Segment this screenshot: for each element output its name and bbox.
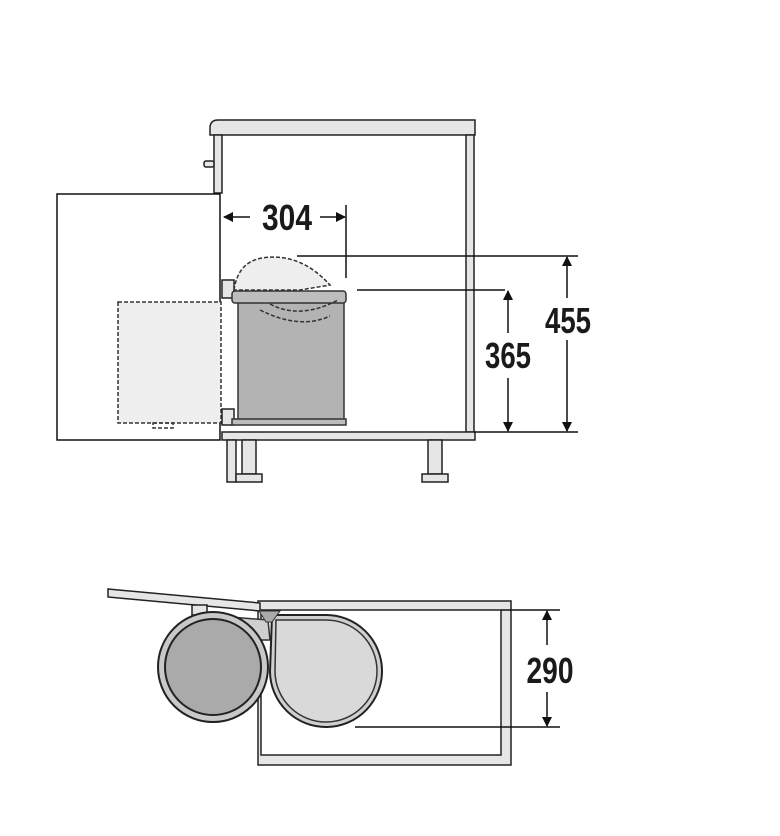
bin-ghost-foot <box>152 422 174 429</box>
leg-left-foot <box>235 473 263 483</box>
dim-455-label: 455 <box>545 300 591 341</box>
bin-base <box>231 418 347 426</box>
cabinet-top <box>209 119 476 136</box>
side-view: 304 455 365 <box>56 119 591 483</box>
top-view: 290 <box>107 588 574 766</box>
leg-right-foot <box>421 473 449 483</box>
cabinet-knob <box>203 160 215 168</box>
cabinet-left-panel <box>213 134 223 194</box>
bin-lid <box>231 290 347 304</box>
leg-right <box>427 439 443 475</box>
dim-304-label: 304 <box>262 197 312 238</box>
cabinet-right-panel <box>465 134 475 433</box>
bin-pulled-out-ghost <box>117 301 222 424</box>
dim-290-label: 290 <box>527 650 574 691</box>
cabinet-outline-top-view <box>257 600 512 766</box>
bin-body <box>237 301 345 421</box>
pivot <box>258 610 281 623</box>
dim-365-label: 365 <box>485 335 531 376</box>
bin-lid-open-outline <box>233 256 332 291</box>
bin-lid-swing-path <box>259 299 339 323</box>
cabinet-bottom <box>221 431 476 441</box>
bin-mount-bottom <box>221 408 235 426</box>
leg-left-back <box>226 439 237 483</box>
leg-left <box>241 439 257 475</box>
bin-right-body <box>274 619 378 723</box>
door-top-view <box>107 588 261 612</box>
bin-left-body <box>164 618 262 716</box>
